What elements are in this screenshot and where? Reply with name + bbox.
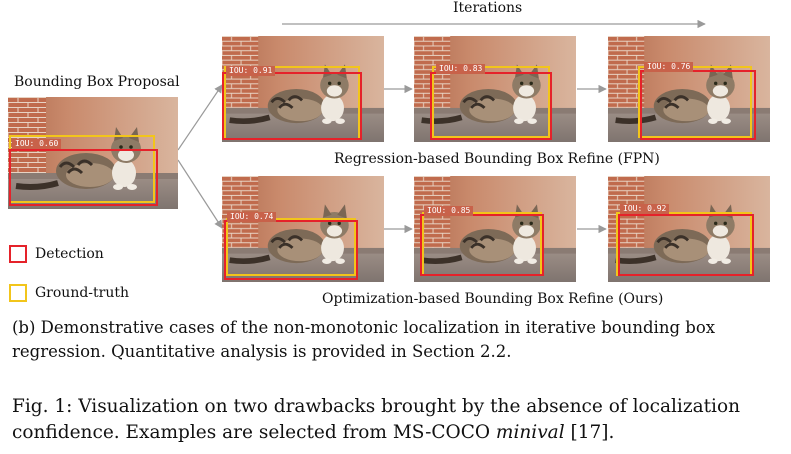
figure-caption-line-1: Fig. 1: Visualization on two drawbacks b…: [12, 396, 741, 417]
detection-box: [640, 70, 756, 140]
detection-box: [9, 149, 158, 206]
figure-caption-line-2-suffix: [17].: [564, 422, 615, 443]
legend-ground-truth-label: Ground-truth: [35, 285, 130, 301]
iterations-arrow: [282, 19, 706, 29]
iterations-label: Iterations: [453, 0, 523, 16]
iou-tag: IOU: 0.91: [226, 66, 276, 76]
figure-caption-line-2: confidence. Examples are selected from M…: [12, 422, 614, 443]
iou-tag: IOU: 0.92: [620, 204, 670, 214]
legend-detection-label: Detection: [35, 246, 104, 262]
ground-truth-box: [432, 66, 550, 138]
iou-tag: IOU: 0.85: [424, 206, 474, 216]
row1-photo-2: IOU: 0.83: [414, 36, 576, 142]
flow-arrows: [177, 84, 607, 234]
sub-caption-line-1: (b) Demonstrative cases of the non-monot…: [12, 318, 716, 337]
ground-truth-swatch: [9, 284, 27, 302]
row2-label: Optimization-based Bounding Box Refine (…: [322, 291, 664, 307]
proposal-photo: IOU: 0.60: [8, 97, 178, 209]
iou-tag: IOU: 0.74: [227, 212, 277, 222]
detection-swatch: [9, 245, 27, 263]
ground-truth-box: [226, 218, 356, 276]
figure-caption-minival: minival: [495, 422, 565, 443]
row1-photo-1: IOU: 0.91: [222, 36, 384, 142]
iou-tag: IOU: 0.60: [12, 139, 62, 149]
detection-box: [420, 214, 544, 276]
row1-label: Regression-based Bounding Box Refine (FP…: [334, 151, 660, 167]
row2-photo-2: IOU: 0.85: [414, 176, 576, 282]
detection-box: [222, 72, 362, 140]
row2-photo-3: IOU: 0.92: [608, 176, 770, 282]
row2-photo-1: IOU: 0.74: [222, 176, 384, 282]
iou-tag: IOU: 0.76: [644, 62, 694, 72]
detection-box: [618, 214, 754, 276]
proposal-title: Bounding Box Proposal: [14, 74, 180, 90]
sub-caption-line-2: regression. Quantitative analysis is pro…: [12, 342, 512, 361]
ground-truth-box: [638, 66, 752, 138]
figure-caption-line-2-prefix: confidence. Examples are selected from M…: [12, 422, 496, 443]
row1-photo-3: IOU: 0.76: [608, 36, 770, 142]
detection-box: [430, 72, 552, 140]
iou-tag: IOU: 0.83: [436, 64, 486, 74]
detection-box: [224, 220, 358, 280]
